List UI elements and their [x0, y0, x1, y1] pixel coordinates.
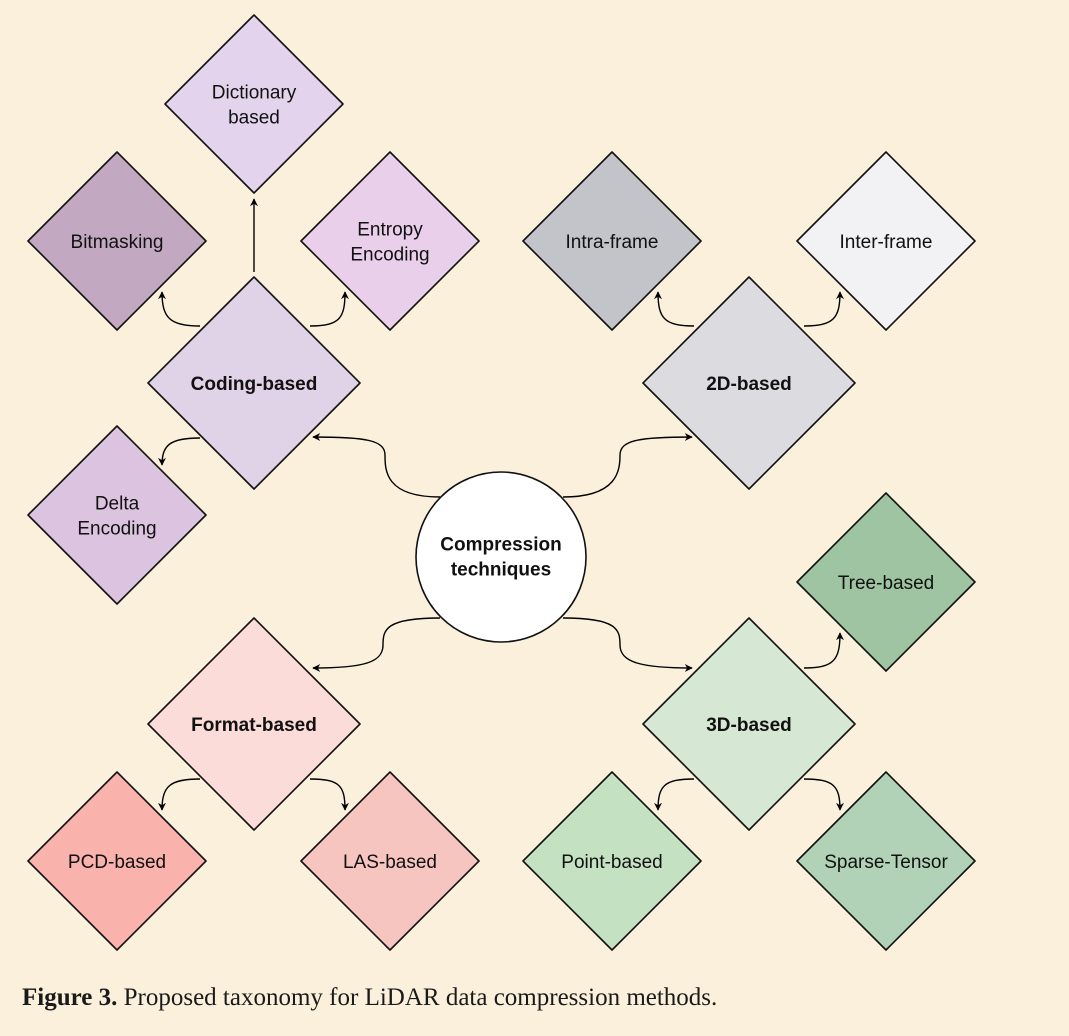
edge-center-to-3d — [562, 617, 693, 672]
category-label-coding-line: Coding-based — [191, 374, 318, 395]
edge-3d-to-point — [654, 778, 695, 811]
edge-3d-to-tree — [803, 632, 844, 669]
leaf-node-sparse — [796, 771, 976, 951]
leaf-node-dictionary — [164, 14, 344, 194]
leaf-label-point-line: Point-based — [561, 852, 662, 873]
leaf-label-bitmasking: Bitmasking — [71, 232, 164, 253]
leaf-node-pcd — [27, 771, 207, 951]
category-node-coding — [147, 276, 361, 490]
leaf-node-point — [522, 771, 702, 951]
category-node-format — [147, 617, 361, 831]
leaf-label-point: Point-based — [561, 852, 662, 873]
edge-coding-to-entropy — [309, 291, 349, 327]
edge-center-to-2d — [562, 433, 693, 498]
leaf-label-las: LAS-based — [343, 852, 437, 873]
caption-text: Proposed taxonomy for LiDAR data compres… — [117, 984, 718, 1011]
leaf-node-entropy — [300, 151, 480, 331]
category-label-3d-line: 3D-based — [706, 715, 792, 736]
center-label-line: techniques — [451, 560, 551, 581]
edge-center-to-coding — [312, 433, 441, 498]
connector-layer — [158, 198, 844, 811]
leaf-label-delta-line: Delta — [95, 494, 140, 515]
category-node-2d — [642, 276, 856, 490]
leaf-label-bitmasking-line: Bitmasking — [71, 232, 164, 253]
figure-caption: Figure 3. Proposed taxonomy for LiDAR da… — [22, 984, 717, 1012]
leaf-label-inter-line: Inter-frame — [840, 232, 933, 253]
edge-3d-to-sparse — [803, 778, 844, 811]
leaf-label-pcd: PCD-based — [68, 852, 166, 873]
edge-2d-to-intra — [654, 291, 695, 327]
edge-format-to-pcd — [158, 778, 201, 811]
leaf-label-sparse: Sparse-Tensor — [824, 852, 948, 873]
leaf-label-tree-line: Tree-based — [838, 573, 934, 594]
edge-format-to-las — [309, 778, 349, 811]
leaf-node-las — [300, 771, 480, 951]
category-label-format: Format-based — [191, 715, 317, 736]
edge-2d-to-inter — [803, 291, 844, 327]
leaf-label-sparse-line: Sparse-Tensor — [824, 852, 948, 873]
leaf-label-tree: Tree-based — [838, 573, 934, 594]
leaf-label-intra-line: Intra-frame — [566, 232, 659, 253]
category-label-3d: 3D-based — [706, 715, 792, 736]
center-node — [415, 471, 587, 643]
leaf-label-las-line: LAS-based — [343, 852, 437, 873]
leaf-label-dictionary-line: based — [228, 108, 280, 129]
leaf-node-bitmasking — [27, 151, 207, 331]
center-label: Compression techniques — [440, 535, 561, 581]
category-label-2d-line: 2D-based — [706, 374, 792, 395]
leaf-label-entropy-line: Encoding — [350, 245, 429, 266]
leaf-node-inter — [796, 151, 976, 331]
leaf-label-intra: Intra-frame — [566, 232, 659, 253]
leaf-node-intra — [522, 151, 702, 331]
leaf-label-entropy-line: Entropy — [357, 220, 423, 241]
leaf-label-delta-line: Encoding — [77, 519, 156, 540]
leaf-node-delta — [27, 425, 207, 605]
leaf-label-inter: Inter-frame — [840, 232, 933, 253]
center-label-line: Compression — [440, 535, 561, 556]
category-label-coding: Coding-based — [191, 374, 318, 395]
leaf-label-dictionary: Dictionary based — [212, 83, 297, 129]
category-label-2d: 2D-based — [706, 374, 792, 395]
category-node-3d — [642, 617, 856, 831]
leaf-node-tree — [796, 492, 976, 672]
edge-coding-to-delta — [158, 437, 201, 466]
edge-coding-to-bitmasking — [158, 291, 201, 327]
leaf-label-pcd-line: PCD-based — [68, 852, 166, 873]
caption-figure-number: Figure 3. — [22, 984, 118, 1011]
edge-center-to-format — [312, 617, 441, 672]
leaf-label-dictionary-line: Dictionary — [212, 83, 297, 104]
category-label-format-line: Format-based — [191, 715, 317, 736]
